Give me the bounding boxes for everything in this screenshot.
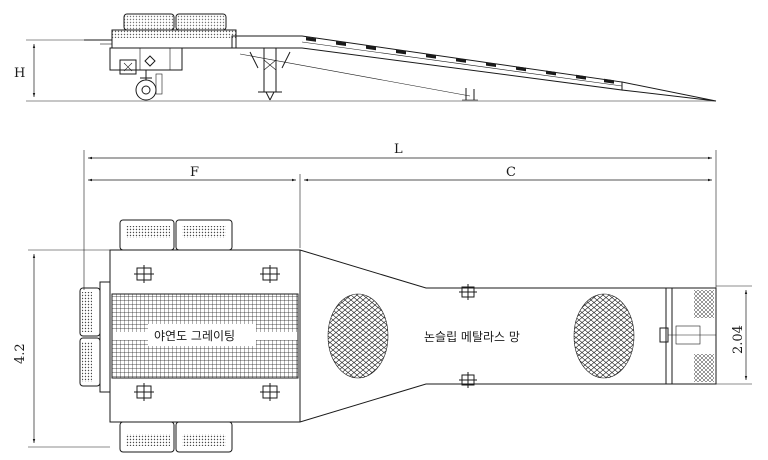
- bumper-tires: [119, 219, 233, 453]
- safety-stripes: [306, 37, 614, 84]
- platform-note: 야연도 그레이팅: [154, 329, 235, 343]
- section-dimensions: F C: [88, 165, 712, 248]
- front-bumpers: [79, 281, 111, 393]
- length-dimension: L: [83, 142, 717, 290]
- side-view: H: [14, 13, 717, 102]
- width-label: 4.2: [13, 343, 28, 364]
- lip-section: [659, 287, 717, 385]
- ramp-section-label: C: [506, 165, 516, 180]
- height-dimension: H: [14, 39, 96, 102]
- top-view: L F C 4.2 2.04: [13, 142, 752, 453]
- width-dimension: 4.2: [13, 249, 110, 448]
- length-label: L: [394, 142, 403, 157]
- front-section-label: F: [190, 165, 199, 180]
- lip-width-label: 2.04: [731, 325, 746, 354]
- lip-width-dimension: 2.04: [716, 285, 752, 385]
- chassis: [109, 47, 183, 71]
- fittings: [134, 265, 477, 401]
- mesh-pad-right: [574, 294, 634, 378]
- ramp-note: 논슬립 메탈라스 망: [424, 330, 520, 344]
- platform-leg: [249, 48, 291, 101]
- wheel: [135, 79, 157, 101]
- mid-support: [462, 88, 478, 101]
- ramp-lip: [621, 81, 717, 102]
- hydraulic-unit: [119, 59, 137, 75]
- grating-lower: [112, 340, 298, 378]
- height-label: H: [14, 66, 25, 81]
- mesh-pad-left: [328, 294, 388, 378]
